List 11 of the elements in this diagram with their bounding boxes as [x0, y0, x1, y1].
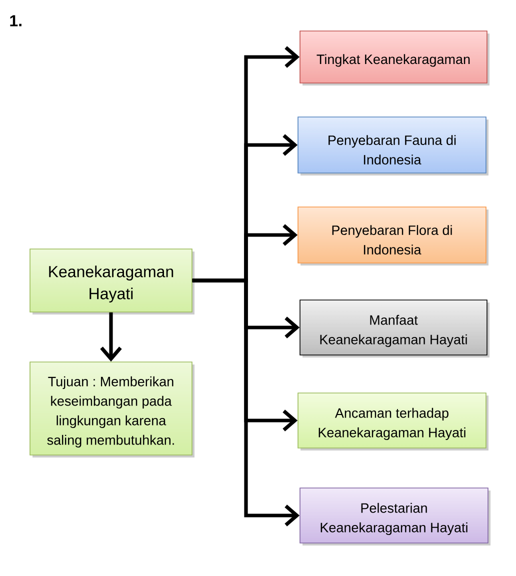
arrow [192, 278, 300, 526]
subtopic-box: Pelestarian Keanekaragaman Hayati [300, 488, 490, 546]
note-box: Tujuan : Memberikan keseimbangan pada lingkungan karena saling membutuhkan. [30, 362, 194, 458]
subtopic-box: Penyebaran Flora di Indonesia [298, 206, 488, 266]
topic-box: Keanekaragaman Hayati [30, 248, 194, 314]
arrow [100, 312, 122, 362]
subtopic-box: Tingkat Keanekaragaman [300, 30, 490, 86]
subtopic-box: Penyebaran Fauna di Indonesia [298, 116, 488, 176]
subtopic-box: Manfaat Keanekaragaman Hayati [300, 300, 490, 358]
subtopic-box: Ancaman terhadap Keanekaragaman Hayati [298, 392, 488, 450]
title: 1. [10, 15, 22, 26]
